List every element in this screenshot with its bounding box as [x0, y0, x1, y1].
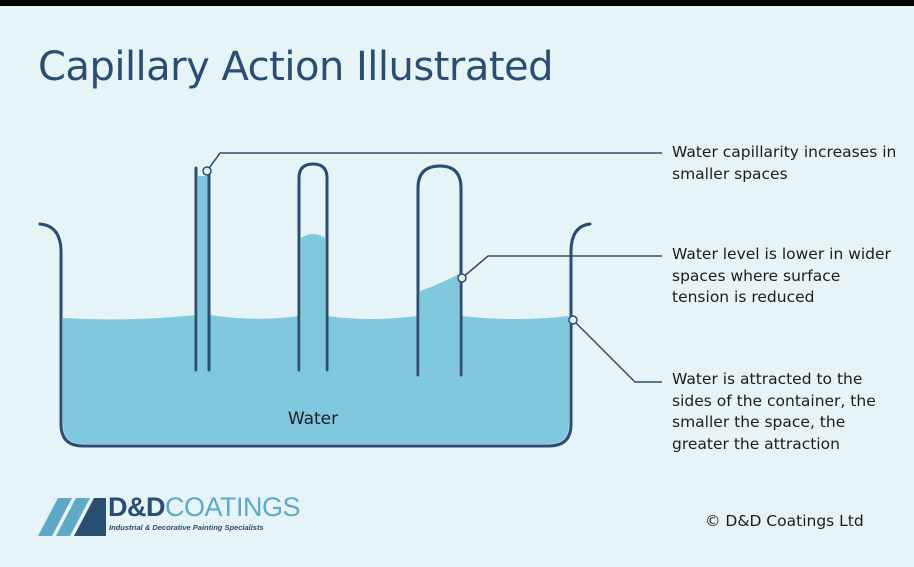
- copyright-notice: © D&D Coatings Ltd: [705, 512, 864, 530]
- logo-tagline: Industrial & Decorative Painting Special…: [109, 523, 264, 532]
- callout-water-level: Water level is lower in wider spaces whe…: [672, 245, 891, 306]
- logo-wordmark: D&DCOATINGS: [108, 492, 301, 522]
- infographic: Capillary Action Illustrated Water Water…: [0, 6, 914, 567]
- narrow-tube-water: [198, 176, 208, 371]
- logo-wordmark-light: COATINGS: [165, 492, 301, 522]
- callout-capillarity: Water capillarity increases in smaller s…: [672, 143, 897, 183]
- callout-dot-3: [568, 315, 578, 325]
- callout-line-3: [572, 319, 662, 383]
- company-logo: D&DCOATINGS Industrial & Decorative Pain…: [38, 490, 308, 540]
- callout-line-1: [206, 152, 662, 172]
- logo-wordmark-bold: D&D: [108, 492, 166, 522]
- medium-tube: [297, 162, 329, 372]
- water-label: Water: [288, 409, 338, 429]
- page-title: Capillary Action Illustrated: [38, 44, 554, 90]
- narrow-tube: [194, 166, 211, 372]
- logo-stripes-icon: [38, 498, 106, 536]
- callout-dot-1: [202, 166, 212, 176]
- medium-tube-water: [301, 234, 325, 371]
- wide-tube: [416, 164, 463, 377]
- callout-line-2: [461, 255, 662, 279]
- wide-tube-water: [420, 274, 459, 376]
- basin-outline: [38, 222, 592, 448]
- callout-attraction: Water is attracted to the sides of the c…: [672, 370, 876, 453]
- callout-dot-2: [457, 273, 467, 283]
- basin-water: [63, 315, 569, 444]
- capillary-diagram: Water: [38, 152, 662, 448]
